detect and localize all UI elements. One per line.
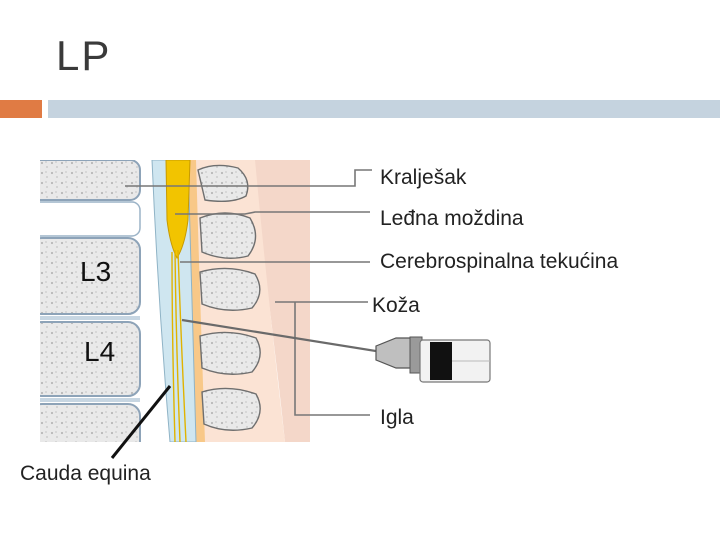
leader-vertebra bbox=[125, 169, 372, 187]
accent-bar-blue bbox=[48, 100, 720, 118]
leader-spinal-cord bbox=[175, 211, 370, 215]
leader-needle bbox=[294, 302, 370, 416]
syringe-needle bbox=[181, 318, 491, 383]
accent-bar-orange bbox=[0, 100, 42, 118]
page-title: LP bbox=[56, 32, 112, 79]
label-skin: Koža bbox=[372, 294, 420, 317]
label-vertebra: Kralješak bbox=[380, 166, 467, 189]
epidural-fat bbox=[186, 160, 205, 442]
label-l3: L3 bbox=[80, 256, 112, 287]
label-needle: Igla bbox=[380, 406, 414, 429]
label-l4: L4 bbox=[84, 336, 116, 367]
cauda-equina-pointer bbox=[110, 385, 172, 459]
label-spinal-cord: Leđna moždina bbox=[380, 207, 524, 230]
spine-cross-section bbox=[40, 160, 310, 442]
label-csf: Cerebrospinalna tekućina bbox=[380, 250, 619, 273]
spinal-cord-shape bbox=[165, 160, 191, 260]
label-cauda-equina: Cauda equina bbox=[20, 462, 151, 485]
